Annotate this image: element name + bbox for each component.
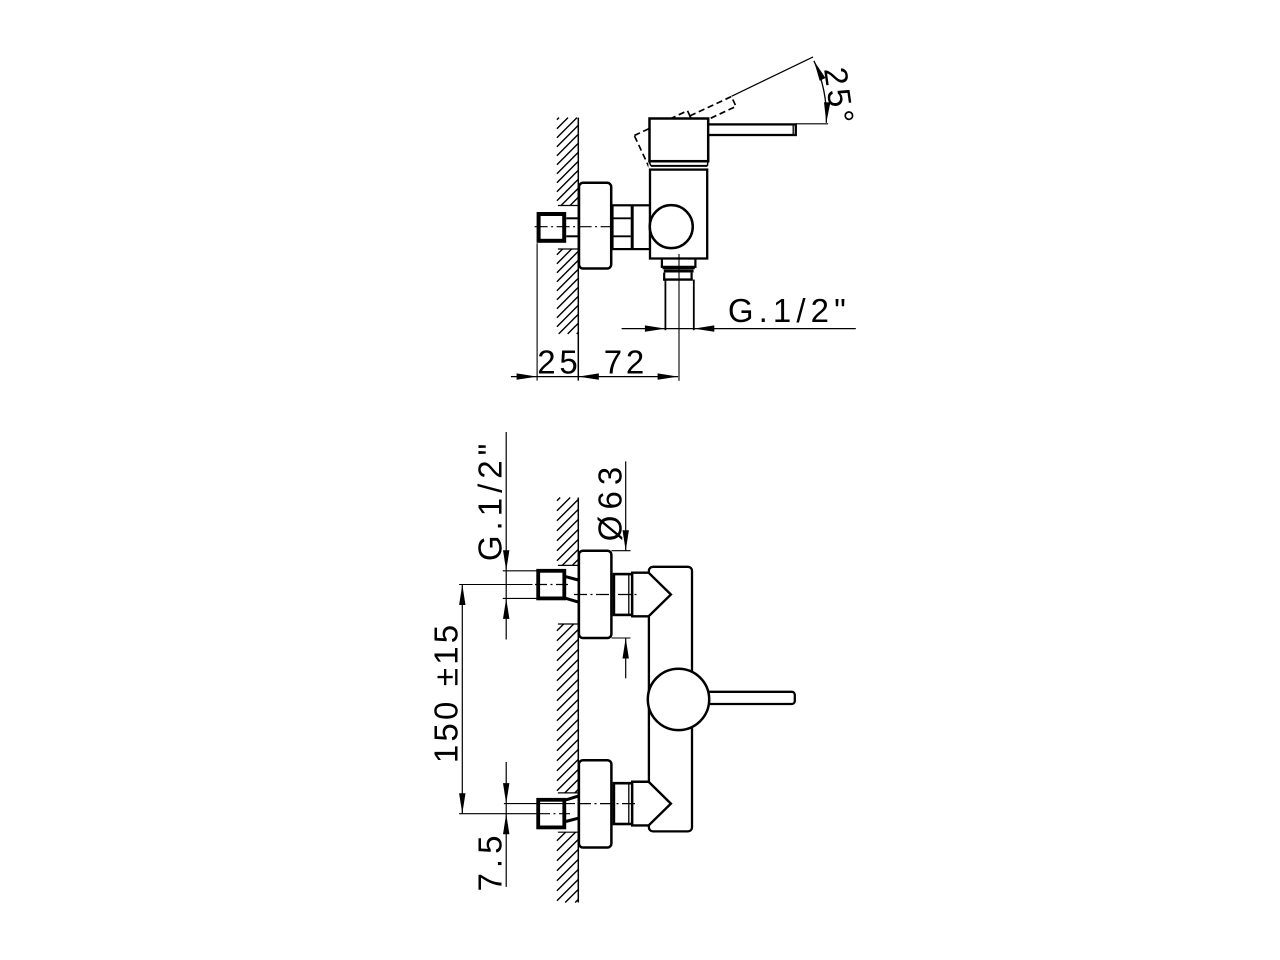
svg-text:25°: 25° — [817, 65, 861, 129]
svg-text:G.1/2": G.1/2" — [472, 439, 509, 561]
svg-text:150 ±15: 150 ±15 — [427, 622, 464, 763]
svg-text:G.1/2": G.1/2" — [728, 292, 851, 329]
svg-text:7.5: 7.5 — [472, 831, 509, 892]
svg-text:25: 25 — [537, 344, 581, 381]
svg-text:72: 72 — [604, 344, 648, 381]
svg-text:Ø63: Ø63 — [591, 461, 628, 541]
